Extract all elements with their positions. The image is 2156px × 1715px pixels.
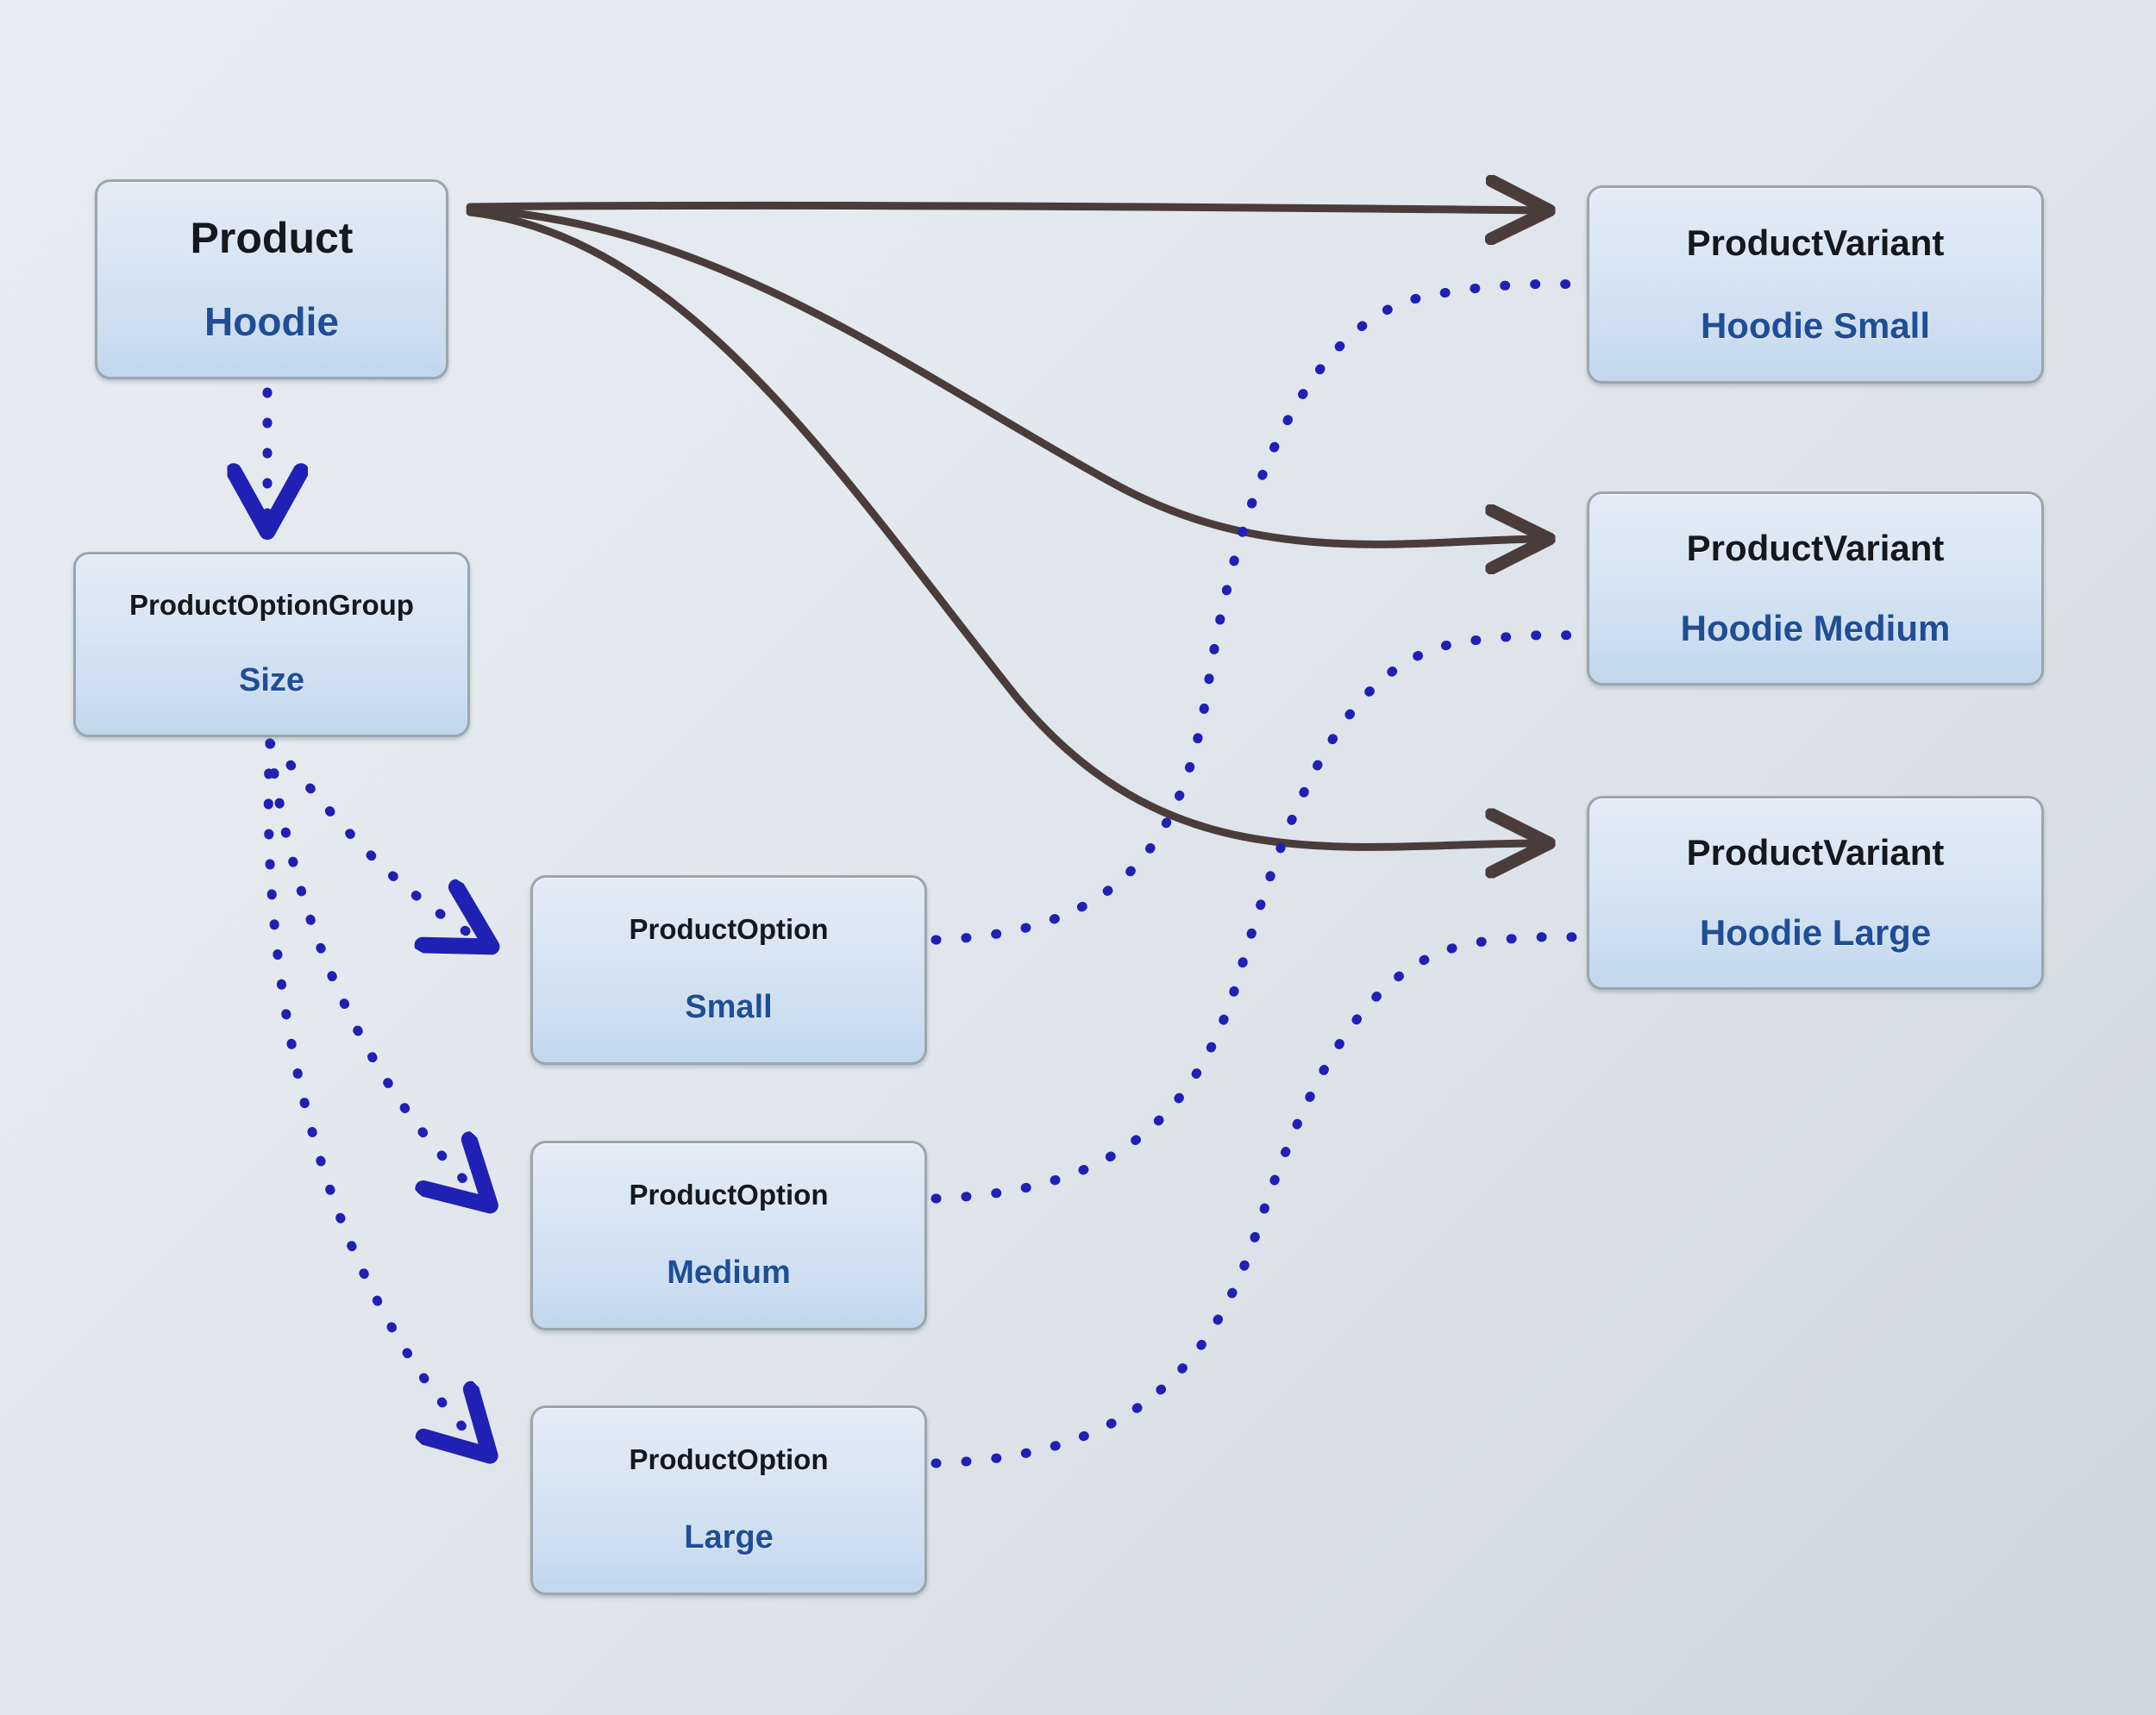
node-product-option-group-name: Size — [238, 662, 305, 699]
node-product-variant-hoodie-small-name: Hoodie Small — [1700, 304, 1931, 346]
node-product[interactable]: Product Hoodie — [95, 179, 448, 379]
node-product-variant-hoodie-medium[interactable]: ProductVariant Hoodie Medium — [1587, 491, 2044, 685]
edge-option-group-to-option-small — [265, 738, 483, 942]
node-product-option-medium-name: Medium — [667, 1255, 791, 1292]
node-product-option-group-type: ProductOptionGroup — [129, 588, 414, 621]
node-product-option-large[interactable]: ProductOption Large — [530, 1405, 927, 1595]
edge-option-group-to-option-medium — [265, 738, 483, 1199]
node-product-name: Hoodie — [204, 299, 339, 345]
edge-option-group-to-option-large — [263, 738, 483, 1449]
node-product-option-large-type: ProductOption — [629, 1443, 829, 1475]
edge-option-medium-to-variant-medium — [931, 630, 1585, 1204]
edge-option-large-to-variant-large — [931, 932, 1585, 1468]
edge-product-to-variant-medium — [466, 205, 1544, 544]
node-product-option-medium[interactable]: ProductOption Medium — [530, 1141, 927, 1330]
edge-product-to-variant-small — [466, 205, 1544, 210]
node-product-variant-hoodie-large-name: Hoodie Large — [1699, 912, 1932, 954]
node-product-variant-hoodie-large-type: ProductVariant — [1686, 831, 1945, 873]
node-product-type: Product — [190, 214, 354, 263]
node-product-option-group[interactable]: ProductOptionGroup Size — [73, 552, 470, 737]
node-product-variant-hoodie-small-type: ProductVariant — [1686, 222, 1945, 263]
edge-product-to-variant-large — [466, 208, 1544, 847]
node-product-variant-hoodie-large[interactable]: ProductVariant Hoodie Large — [1587, 796, 2044, 990]
node-product-variant-hoodie-small[interactable]: ProductVariant Hoodie Small — [1587, 185, 2044, 384]
node-product-variant-hoodie-medium-name: Hoodie Medium — [1680, 608, 1951, 649]
node-product-option-small-name: Small — [685, 989, 773, 1026]
node-product-variant-hoodie-medium-type: ProductVariant — [1686, 527, 1945, 568]
node-product-option-large-name: Large — [684, 1519, 774, 1556]
node-product-option-small[interactable]: ProductOption Small — [530, 875, 927, 1065]
node-product-option-medium-type: ProductOption — [629, 1178, 829, 1211]
node-product-option-small-type: ProductOption — [629, 912, 829, 945]
edge-option-small-to-variant-small — [931, 279, 1585, 945]
